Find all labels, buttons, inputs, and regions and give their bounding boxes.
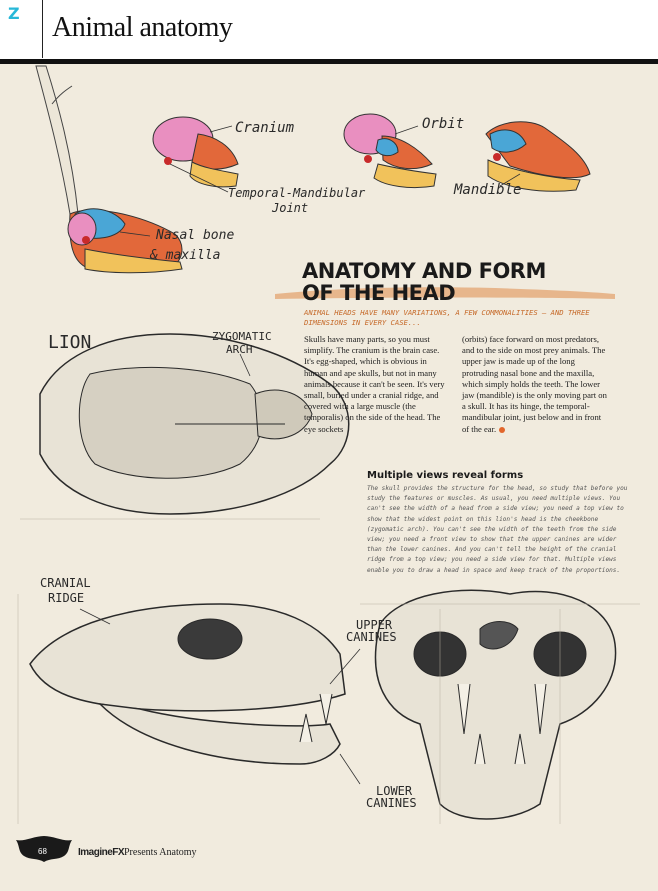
construction-lines [17,518,640,824]
header-divider [42,0,43,58]
antelope-skull [35,65,183,274]
label-cranial: CRANIAL [40,576,91,590]
label-lion: LION [48,332,92,353]
section-title: Animal anatomy [52,12,233,43]
box-heading: Multiple views reveal forms [367,470,524,481]
page-header: Z Animal anatomy [0,0,658,64]
label-maxilla: & maxilla [150,248,221,263]
label-lower-canines: CANINES [366,796,417,810]
header-rule [0,59,658,64]
label-nasal-bone: Nasal bone [156,228,235,243]
skull-diagram-cranium [152,116,239,188]
lion-skull-top-view [39,333,350,515]
box-body: The skull provides the structure for the… [367,485,628,574]
label-orbit: Orbit [422,116,465,132]
article-column-left: Skulls have many parts, so you must simp… [304,334,445,434]
label-temporal-mandibular: Temporal-Mandibular [228,186,366,200]
label-cranium: Cranium [235,120,295,136]
skull-diagram-mandible [485,121,591,192]
label-lower: LOWER [376,784,413,798]
headline-brush-stroke [275,287,615,299]
label-arch: ARCH [226,343,253,356]
article-column-right: (orbits) face forward on most predators,… [462,334,610,435]
publication-brand: ImagineFX [78,847,125,858]
page-body: Cranium Orbit Temporal-Mandibular Joint … [0,64,658,891]
label-joint: Joint [272,201,309,215]
skull-illustrations [17,65,640,824]
skull-diagram-orbit [343,113,437,189]
lion-skull-side-view [29,603,346,765]
section-tab-marker: Z [8,4,20,23]
label-mandible: Mandible [454,182,522,198]
headline-line-1: ANATOMY AND FORM [302,259,546,283]
label-upper: UPPER [356,618,393,632]
headline-line-2: OF THE HEAD [302,281,456,305]
page-number: 68 [38,847,47,856]
article-headline: ANATOMY AND FORM OF THE HEAD [302,260,632,304]
skull-label-leaders [79,353,361,785]
end-of-article-dot [499,426,506,433]
label-zygomatic: ZYGOMATIC [212,330,272,343]
article-standfirst: Animal heads have many variations, a few… [304,308,590,327]
article-column-right-text: (orbits) face forward on most predators,… [462,334,607,434]
publication-subtitle: Presents Anatomy [124,847,197,858]
label-upper-canines: CANINES [346,630,397,644]
label-ridge: RIDGE [48,591,85,605]
imaginefx-bat-logo [16,836,72,862]
label-leaders [119,125,521,237]
